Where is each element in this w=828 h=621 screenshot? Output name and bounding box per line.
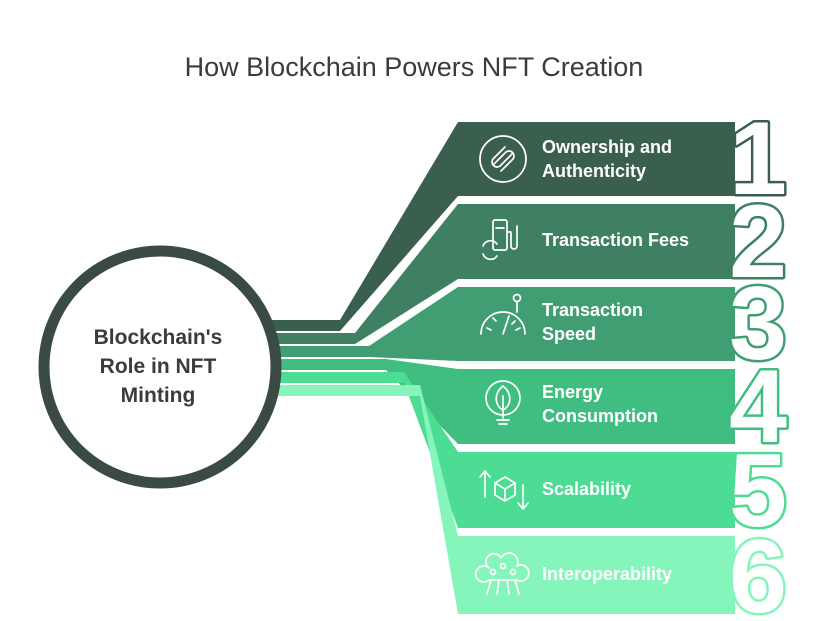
center-line-2: Role in NFT	[100, 355, 217, 378]
band-number: 3	[729, 266, 787, 382]
fuel-pump-icon	[482, 219, 518, 261]
band-label-line: Authenticity	[542, 161, 646, 181]
icon-link-a	[493, 150, 515, 172]
icon-cube	[494, 476, 516, 502]
diagram-title: How Blockchain Powers NFT Creation	[185, 52, 644, 82]
icon-links	[486, 579, 520, 595]
icon-cycle-b	[482, 253, 498, 261]
icon-pump-body	[492, 219, 508, 251]
link-circle-icon	[479, 135, 527, 183]
icon-cloud	[474, 552, 530, 583]
band-shape	[272, 372, 735, 528]
eco-bulb-icon	[485, 380, 521, 425]
band-label-line: Energy	[542, 382, 603, 402]
band-label-line: Interoperability	[542, 564, 672, 584]
icon-gauge-ticks	[486, 317, 521, 331]
icon-gauge-arc	[480, 311, 526, 335]
scale-box-icon	[479, 470, 529, 510]
center-line-1: Blockchain's	[94, 326, 223, 349]
band-number: 6	[729, 519, 787, 621]
center-line-3: Minting	[121, 384, 196, 407]
band-6: Interoperability 6	[272, 385, 789, 621]
icon-arrow-down	[517, 484, 529, 510]
band-label-line: Speed	[542, 324, 596, 344]
band-number: 5	[729, 433, 787, 549]
band-shape	[272, 122, 735, 331]
band-number: 2	[729, 184, 787, 300]
band-shape	[272, 385, 735, 614]
network-icon	[474, 552, 530, 595]
speedometer-icon	[480, 293, 526, 335]
band-5: Scalability 5	[272, 372, 789, 552]
icon-link-b	[491, 146, 513, 168]
band-label-line: Ownership and	[542, 137, 672, 157]
band-label-line: Scalability	[542, 479, 631, 499]
center-circle	[38, 245, 282, 489]
center-hub: Blockchain's Role in NFT Minting	[38, 245, 282, 489]
icon-pump-hose	[506, 225, 518, 250]
icon-node-a	[489, 568, 497, 576]
band-label-line: Consumption	[542, 406, 658, 426]
band-shape	[272, 287, 735, 361]
icon-bulb-base	[496, 395, 510, 425]
band-2: Transaction Fees 2	[272, 182, 789, 344]
icon-arrow-up	[479, 470, 491, 498]
icon-node-b	[499, 562, 507, 570]
band-shape	[272, 204, 735, 344]
icon-cycle-a	[482, 239, 498, 247]
band-label-line: Transaction	[542, 300, 643, 320]
icon-node-c	[509, 568, 517, 576]
icon-gauge-needle	[502, 315, 510, 335]
band-number: 1	[729, 101, 787, 217]
band-number: 4	[729, 349, 787, 465]
icon-ring	[479, 135, 527, 183]
band-label-line: Transaction Fees	[542, 230, 689, 250]
